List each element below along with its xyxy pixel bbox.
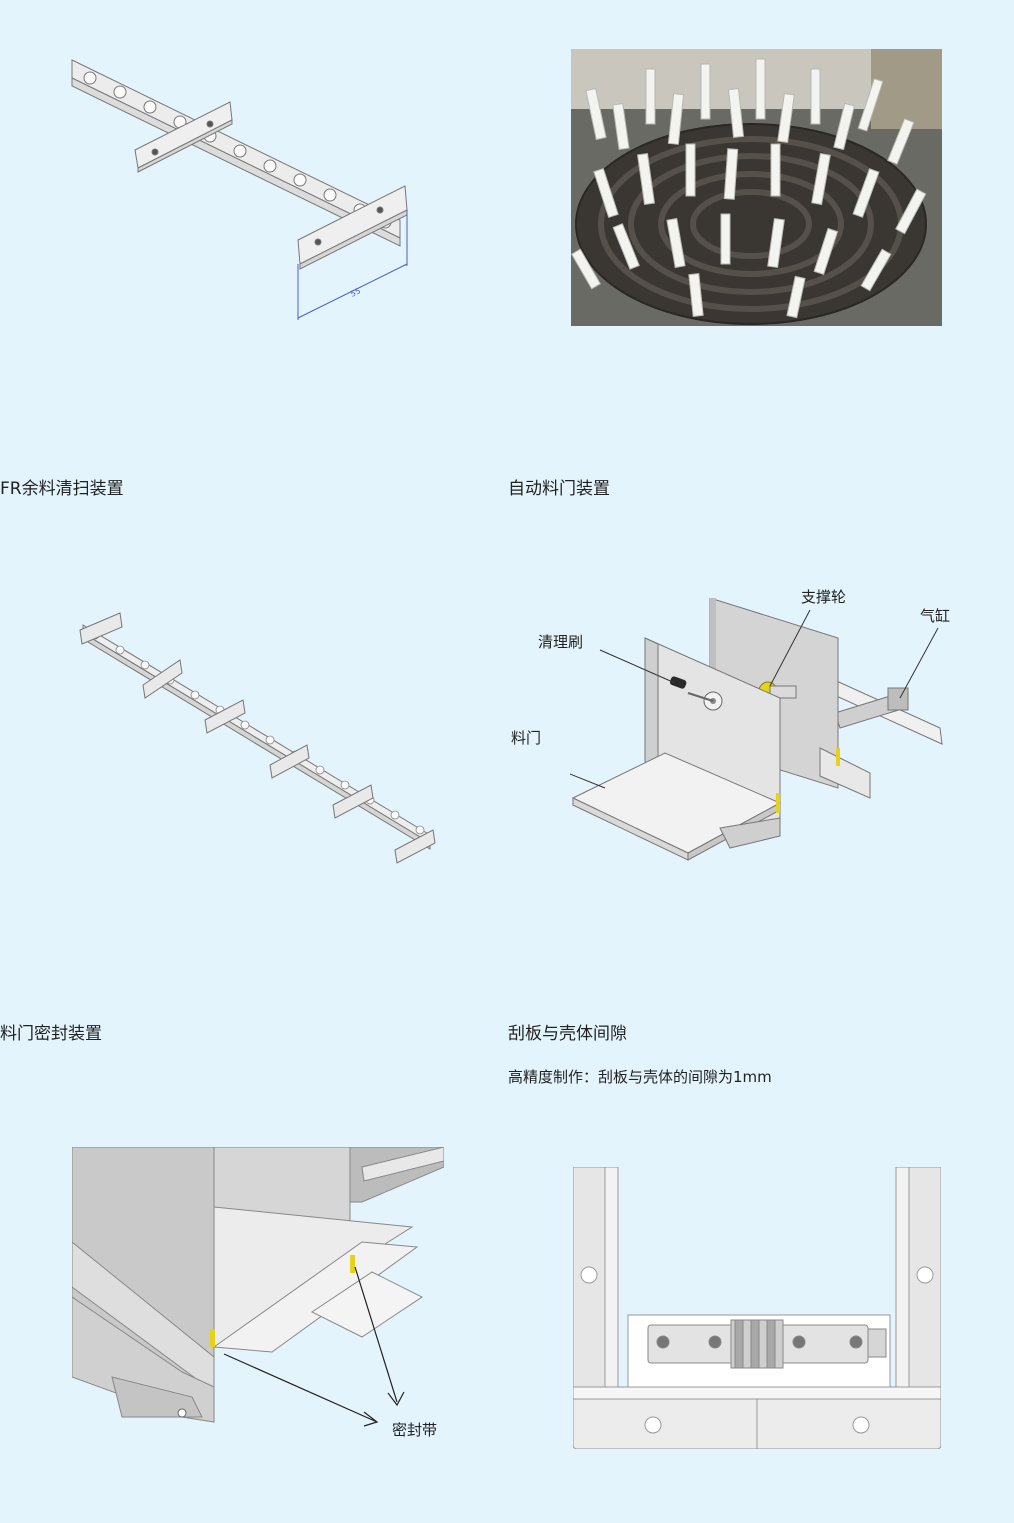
gate-seal-drawing xyxy=(72,1147,444,1427)
housing-left-wall xyxy=(573,1167,619,1396)
auto-gate-drawing xyxy=(570,598,943,861)
scraper-gap-drawing xyxy=(573,1167,941,1449)
chain-links xyxy=(71,59,401,247)
scraper-gap-description: 高精度制作：刮板与壳体的间隙为1mm xyxy=(508,1068,772,1086)
housing-bottom xyxy=(573,1386,941,1449)
seal-strip-left xyxy=(210,1329,215,1347)
dimension-value: 55 xyxy=(349,286,362,299)
chain-body xyxy=(82,624,431,850)
label-gate: 料门 xyxy=(511,729,542,747)
section-caption-auto-gate: 自动料门装置 xyxy=(508,479,610,499)
label-cylinder: 气缸 xyxy=(920,607,951,625)
cylinder xyxy=(829,677,943,745)
seal-strip-right xyxy=(350,1255,355,1273)
housing-right-wall xyxy=(895,1167,941,1396)
label-support-wheel: 支撑轮 xyxy=(801,588,847,606)
cleaning-brush xyxy=(669,676,723,711)
section-caption-gate-seal: 料门密封装置 xyxy=(0,1024,102,1044)
section-caption-scraper-gap: 刮板与壳体间隙 xyxy=(508,1024,627,1044)
attachment-plates xyxy=(79,612,436,864)
white-scraper-blades xyxy=(571,58,927,319)
seal-callout-arrows xyxy=(223,1266,405,1427)
section-caption-fr-cleaning: FR余料清扫装置 xyxy=(0,479,124,499)
callout-lines xyxy=(570,609,939,789)
scraper-plate-1 xyxy=(134,101,233,173)
label-cleaning-brush: 清理刷 xyxy=(538,633,584,651)
scraper-bar xyxy=(647,1319,887,1369)
chain-photo xyxy=(571,49,942,326)
long-chain-drawing xyxy=(79,612,436,864)
chain-scraper-drawing: 55 xyxy=(71,59,408,320)
label-seal-strip: 密封带 xyxy=(392,1421,438,1439)
dimension-line xyxy=(297,210,408,320)
